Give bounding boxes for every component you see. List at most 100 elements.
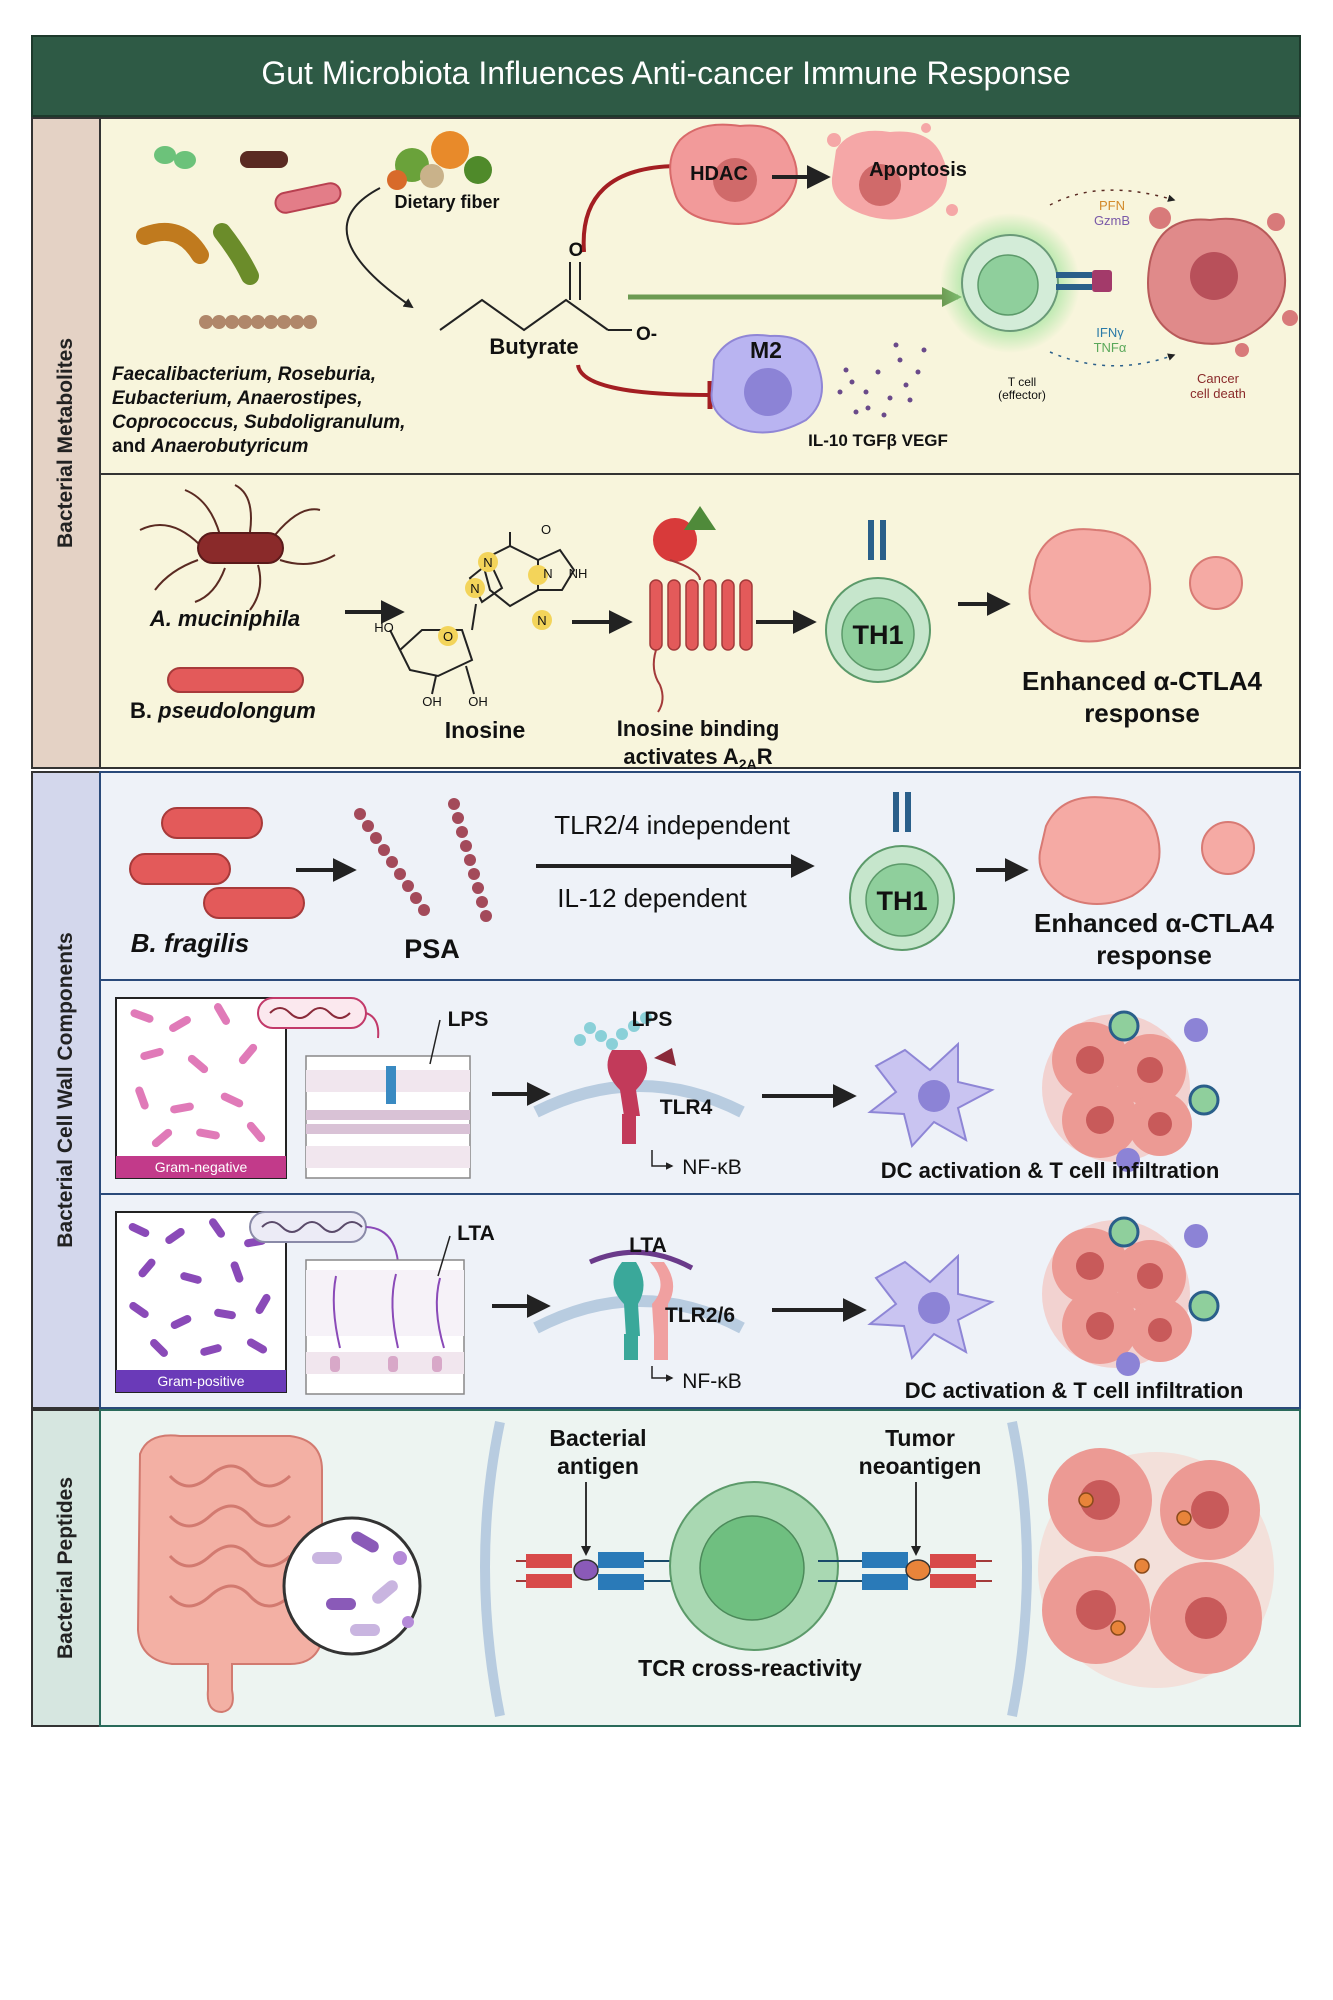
dietary-fiber-label: Dietary fiber [394,192,499,212]
cellwall-label: Bacterial Cell Wall Components [54,932,77,1247]
atom-ring-o: O [443,629,453,644]
muciniphila-label: A. muciniphila [149,606,300,631]
tcell-infiltrated-tumor-1 [1042,1010,1220,1172]
tumor-large-1 [1028,528,1152,643]
th1-cell-2 [849,792,955,951]
ifng-label: IFNγ [1096,325,1124,340]
m2-cytokines-label: IL-10 TGFβ VEGF [808,431,948,450]
tumor-small-2 [1201,821,1255,875]
binding-label-2: activates A2AR [623,744,772,772]
atom-nh: NH [569,566,588,581]
tlr-independent-label: TLR2/4 independent [554,810,790,840]
binding-label-1: Inosine binding [617,716,780,741]
gram-negative-label: Gram-negative [155,1159,248,1175]
nfkb-label-1: NF-κB [682,1156,742,1179]
cytokine-dots [837,342,927,418]
m2-inhibition [576,364,711,397]
cross-reactive-tcell [669,1481,839,1651]
hdac-inhibition [581,164,677,253]
tcell-label-1: T cell [1008,375,1036,389]
fragilis-label: B. fragilis [131,928,249,958]
nfkb-arrow-1 [651,1150,674,1170]
lta-label-2: LTA [629,1234,667,1257]
figure-title: Gut Microbiota Influences Anti-cancer Im… [261,55,1070,91]
enhanced-label-1a: Enhanced α-CTLA4 [1022,666,1262,696]
peptides-sidebar [31,1409,101,1727]
tumor-neoantigen-label-1: Tumor [885,1425,955,1451]
il12-label: IL-12 dependent [557,883,747,913]
m2-macrophage [710,334,823,434]
apoptotic-cell [827,123,958,220]
inosine-label: Inosine [445,717,526,743]
th1-label-2: TH1 [876,886,927,916]
title-bar [31,35,1301,117]
dc-activation-label-1: DC activation & T cell infiltration [881,1158,1220,1183]
lta-label-1: LTA [457,1222,495,1245]
psa-chains [354,798,492,922]
dendritic-cell-2 [867,1253,995,1361]
tumor-mass [1038,1448,1274,1688]
gram-positive-bacterium [249,1211,399,1263]
species-list: Faecalibacterium, Roseburia, Eubacterium… [112,364,405,457]
fiber-to-butyrate-arrow [345,187,414,309]
pfn-arc [1049,189,1176,206]
lps-label-2: LPS [632,1008,673,1031]
enhanced-label-2b: response [1096,940,1212,970]
microbe-magnifier [282,1516,422,1656]
inosine-n-atoms [438,552,552,646]
bacterial-pmhc [516,1552,690,1590]
psa-label: PSA [404,934,460,964]
species-line-2: Eubacterium, Anaerostipes, [112,388,363,409]
nfkb-label-2: NF-κB [682,1370,742,1393]
gram-positive-label: Gram-positive [157,1373,244,1389]
vegetables-icon [387,131,492,190]
tcell-label-2: (effector) [998,388,1046,402]
lps-callout [429,1019,441,1065]
butyrate-label: Butyrate [489,334,578,359]
effector-tcell [940,213,1112,353]
cellwall-sidebar [31,771,101,1409]
nfkb-arrow-2 [651,1366,674,1382]
atom-n-2: N [470,581,479,596]
pfn-label: PFN [1099,198,1125,213]
gram-negative-image [115,997,287,1179]
butyrate-ominus: O- [636,324,657,345]
tlr26-label: TLR2/6 [665,1304,735,1327]
cancer-death-label-2: cell death [1190,386,1246,401]
th1-cell-1 [825,520,931,683]
hdac-label: HDAC [690,163,748,185]
butyrate-molecule [439,262,632,332]
tumor-neoantigen-label-2: neoantigen [859,1453,982,1479]
tumor-membrane-right [1007,1420,1032,1717]
a2a-receptor [649,506,753,713]
bacterial-antigen-label-2: antigen [557,1453,639,1479]
tcell-infiltrated-tumor-2 [1042,1216,1220,1376]
species-line-4: and Anaerobutyricum [112,436,308,457]
atom-n-3: N [537,613,546,628]
peptides-label: Bacterial Peptides [54,1477,77,1659]
species-line-3: Coprococcus, Subdoligranulum, [112,412,405,433]
intestine-icon [136,1434,323,1714]
species-line-1: Faecalibacterium, Roseburia, [112,364,376,385]
gzmb-label: GzmB [1094,213,1130,228]
atom-oh-1: OH [422,694,442,709]
tlr26-receptor [588,1249,694,1360]
butyrate-oxygen: O [569,240,584,261]
m2-label: M2 [750,337,782,363]
fragilis-icon [129,807,305,919]
tnfa-label: TNFα [1094,340,1127,355]
tumor-large-2 [1038,796,1161,905]
lta-callout [437,1235,451,1277]
tlr4-label: TLR4 [660,1096,713,1119]
butyrate-bacteria [136,146,342,329]
atom-carbonyl-o: O [541,522,551,537]
atom-ho: HO [374,620,394,635]
hdac-cell [669,123,798,225]
apoptosis-label: Apoptosis [869,159,967,181]
gram-negative-envelope [305,1055,471,1179]
tlr4-receptor [574,1012,676,1144]
tcr-cross-reactivity-label: TCR cross-reactivity [638,1655,862,1681]
bacterial-antigen-label-1: Bacterial [549,1425,646,1451]
pseudolongum-label: B. pseudolongum [130,698,316,723]
